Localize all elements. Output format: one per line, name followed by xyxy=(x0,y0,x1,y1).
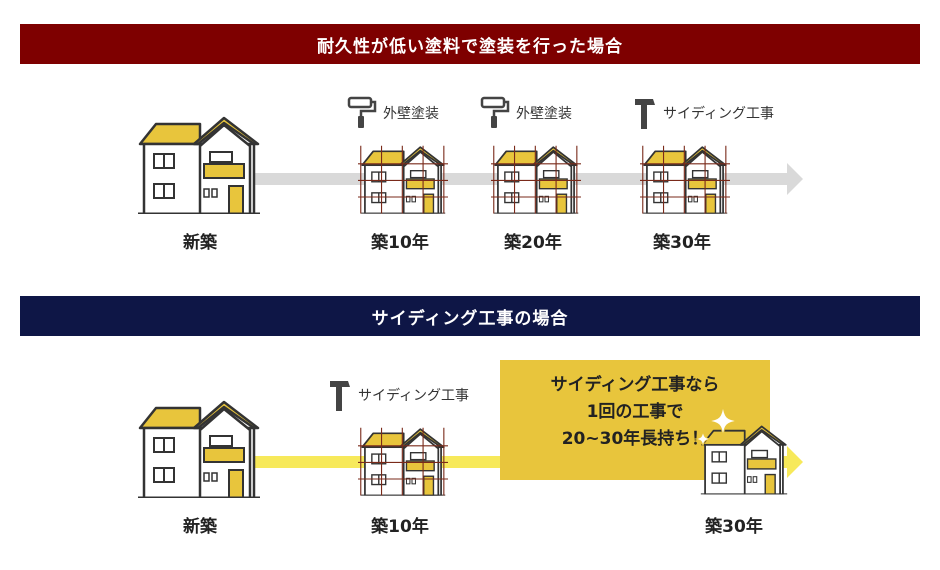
house-scaffold-icon xyxy=(491,142,581,216)
tool-label: 外壁塗装 xyxy=(516,106,572,122)
timeline-arrow-head-2 xyxy=(787,446,803,478)
callout-box: サイディング工事なら 1回の工事で 20~30年長持ち！ xyxy=(500,360,770,480)
house-scaffold-icon xyxy=(640,142,730,216)
tool-label-group: 外壁塗装 xyxy=(480,96,572,130)
timeline-arrow-head-1 xyxy=(787,163,803,195)
tool-label-group: サイディング工事 xyxy=(328,378,469,412)
milestone-label: 新築 xyxy=(183,517,217,537)
paint-roller-icon xyxy=(347,96,377,128)
milestone-label: 新築 xyxy=(183,233,217,253)
callout-line: サイディング工事なら xyxy=(550,375,720,395)
section2-banner: サイディング工事の場合 xyxy=(20,296,920,336)
milestone-label: 築30年 xyxy=(653,233,711,253)
house-new-icon xyxy=(134,396,264,500)
sparkle-icon xyxy=(694,430,712,448)
hammer-icon xyxy=(330,381,350,411)
tool-label-group: 外壁塗装 xyxy=(347,96,439,130)
house-scaffold-icon xyxy=(358,142,448,216)
tool-label: 外壁塗装 xyxy=(383,106,439,122)
house-new-icon xyxy=(134,112,264,216)
milestone-label: 築10年 xyxy=(371,233,429,253)
tool-label-group: サイディング工事 xyxy=(633,96,774,130)
section1-title: 耐久性が低い塗料で塗装を行った場合 xyxy=(317,36,623,57)
paint-roller-icon xyxy=(480,96,510,128)
hammer-icon xyxy=(635,99,655,129)
milestone-label: 築20年 xyxy=(504,233,562,253)
callout-line: 1回の工事で xyxy=(586,402,684,422)
tool-label: サイディング工事 xyxy=(358,388,470,404)
section2-title: サイディング工事の場合 xyxy=(371,308,569,329)
callout-line: 20~30年長持ち！ xyxy=(561,429,709,449)
tool-label: サイディング工事 xyxy=(663,106,775,122)
section1-banner: 耐久性が低い塗料で塗装を行った場合 xyxy=(20,24,920,64)
milestone-label: 築30年 xyxy=(705,517,763,537)
sparkle-icon xyxy=(706,404,740,438)
milestone-label: 築10年 xyxy=(371,517,429,537)
house-scaffold-icon xyxy=(358,424,448,498)
